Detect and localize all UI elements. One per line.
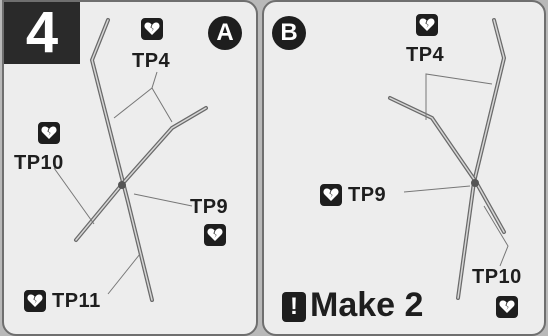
tp10-label: TP10	[472, 266, 522, 288]
panel-a: 4 A T	[2, 0, 258, 336]
broken-heart-icon	[24, 290, 46, 312]
panel-a-leader-lines	[53, 71, 193, 295]
panel-a-joint	[118, 181, 126, 189]
panel-b-long-rod	[456, 18, 507, 300]
tp11-label: TP11	[52, 290, 101, 312]
panel-b-cross-rod	[388, 96, 506, 234]
panel-a-cross-rod	[74, 106, 208, 242]
broken-heart-icon	[38, 122, 60, 144]
tp10-label: TP10	[14, 152, 64, 174]
panel-b: B TP4 TP9 TP10	[262, 0, 546, 336]
panel-b-leader-lines	[403, 73, 509, 267]
broken-heart-icon	[204, 224, 226, 246]
panel-b-label: B	[272, 16, 306, 50]
panel-a-parts-diagram	[53, 18, 208, 302]
broken-heart-icon	[320, 184, 342, 206]
panel-b-joint	[471, 179, 479, 187]
tp4-label: TP4	[132, 50, 171, 72]
tp9-label: TP9	[348, 184, 387, 206]
step-number: 4	[4, 2, 80, 64]
panel-b-parts-diagram	[388, 18, 509, 300]
panel-a-label: A	[208, 16, 242, 50]
tp4-label: TP4	[406, 44, 445, 66]
panel-a-long-rod	[89, 18, 154, 302]
broken-heart-icon	[496, 296, 518, 318]
make-quantity-note: Make 2	[310, 286, 424, 324]
exclamation-icon: !	[282, 292, 306, 322]
broken-heart-icon	[416, 14, 438, 36]
broken-heart-icon	[141, 18, 163, 40]
tp9-label: TP9	[190, 196, 229, 218]
